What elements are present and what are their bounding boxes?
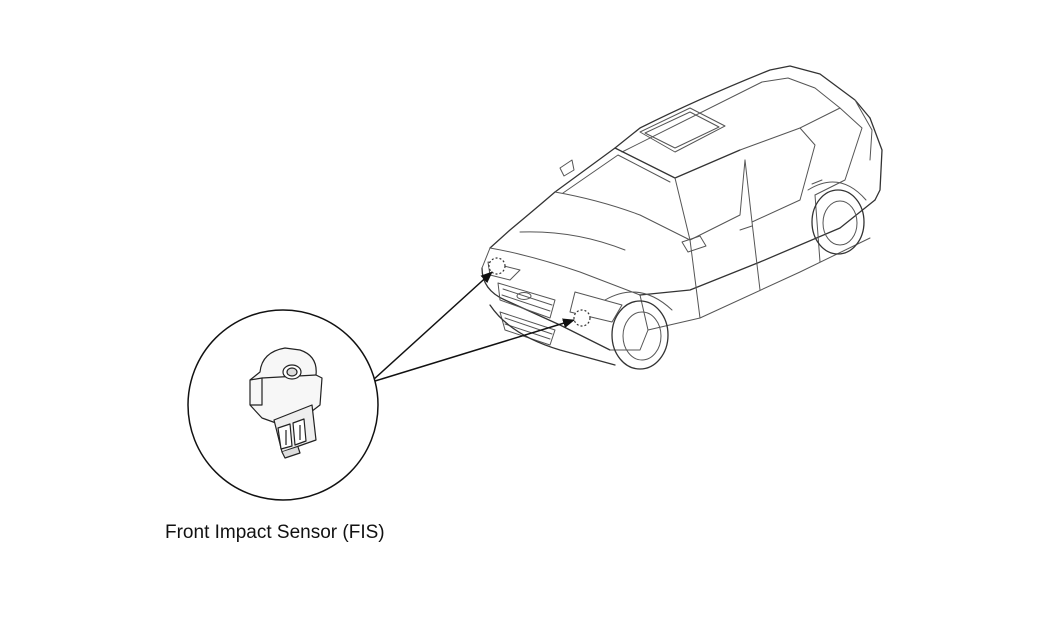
leader-arrow-left [372, 271, 493, 381]
front-impact-sensor-illustration [249, 347, 323, 459]
vehicle-illustration [481, 65, 883, 370]
sensor-location-marker-right [573, 309, 591, 327]
component-caption: Front Impact Sensor (FIS) [165, 522, 385, 543]
sensor-location-marker-left [488, 257, 506, 275]
leader-arrow-right [374, 318, 575, 382]
